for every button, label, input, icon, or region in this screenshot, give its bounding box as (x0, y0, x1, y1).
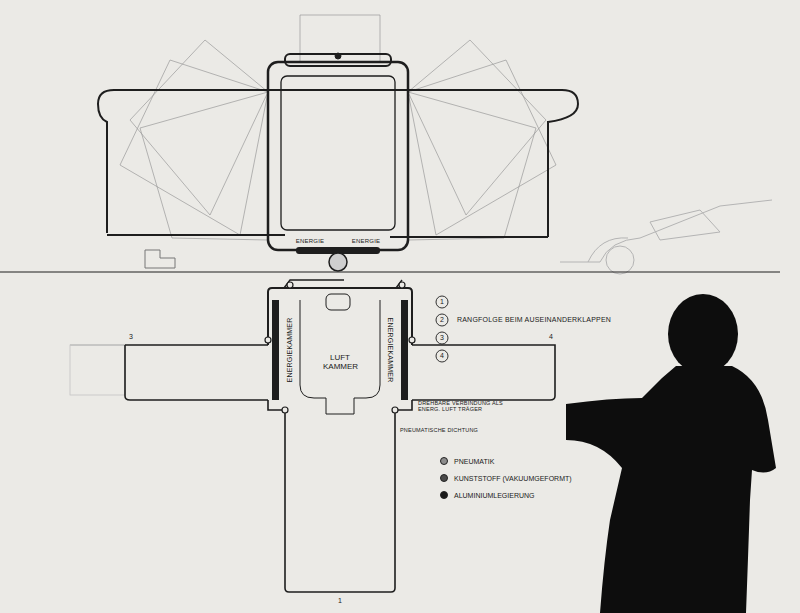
car-sketch (560, 200, 772, 274)
energy-band (272, 300, 279, 400)
callout-number: 4 (440, 352, 444, 360)
room-label: LUFT KAMMER (323, 353, 357, 371)
wheel (329, 253, 347, 271)
person-silhouette (566, 294, 776, 613)
callout-number: 4 (549, 333, 553, 341)
part-label: ENERGIE (352, 238, 380, 245)
fold-panels (120, 15, 556, 240)
elevation (98, 53, 578, 268)
note: DREHBARE VERBINDUNG ALS ENERG. LUFT TRÄG… (418, 400, 506, 412)
part-label: ENERGIEKAMMER (286, 318, 294, 383)
plan (70, 280, 555, 592)
legend-swatch (440, 491, 448, 499)
part-label: ENERGIE (296, 238, 324, 245)
legend-text: KUNSTSTOFF (VAKUUMGEFORMT) (454, 475, 572, 482)
callout-number: 3 (440, 334, 444, 342)
callout-number: 2 (440, 316, 444, 324)
legend-item: ALUMINIUMLEGIERUNG (440, 491, 535, 499)
legend-swatch (440, 474, 448, 482)
hinges (265, 282, 415, 413)
callout-number: 1 (338, 597, 342, 605)
energy-band (401, 300, 408, 400)
callout-number: 1 (440, 298, 444, 306)
ground-line (0, 272, 780, 273)
legend-text: PNEUMATIK (454, 458, 494, 465)
legend-item: PNEUMATIK (440, 457, 494, 465)
legend-swatch (440, 457, 448, 465)
legend-text: ALUMINIUMLEGIERUNG (454, 492, 535, 499)
part-label: ENERGIEKAMMER (386, 318, 394, 383)
number-circles (436, 296, 448, 362)
callout-number: 3 (129, 333, 133, 341)
room-area: LUFT KAMMER (321, 351, 359, 374)
note: PNEUMATISCHE DICHTUNG (400, 427, 478, 433)
legend-item: KUNSTSTOFF (VAKUUMGEFORMT) (440, 474, 572, 482)
note: RANGFOLGE BEIM AUSEINANDERKLAPPEN (457, 316, 611, 324)
